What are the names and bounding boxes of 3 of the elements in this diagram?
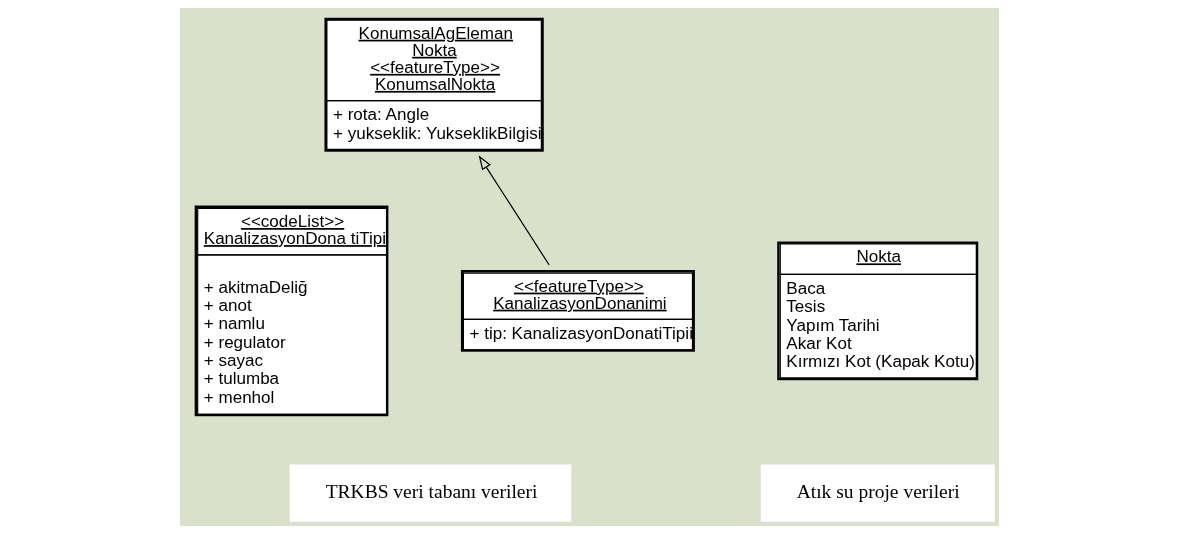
node-box: TRKBS veri tabanı verileri bbox=[289, 464, 571, 522]
arrow bbox=[478, 155, 550, 266]
node-box: Atık su proje verileri bbox=[760, 464, 995, 522]
